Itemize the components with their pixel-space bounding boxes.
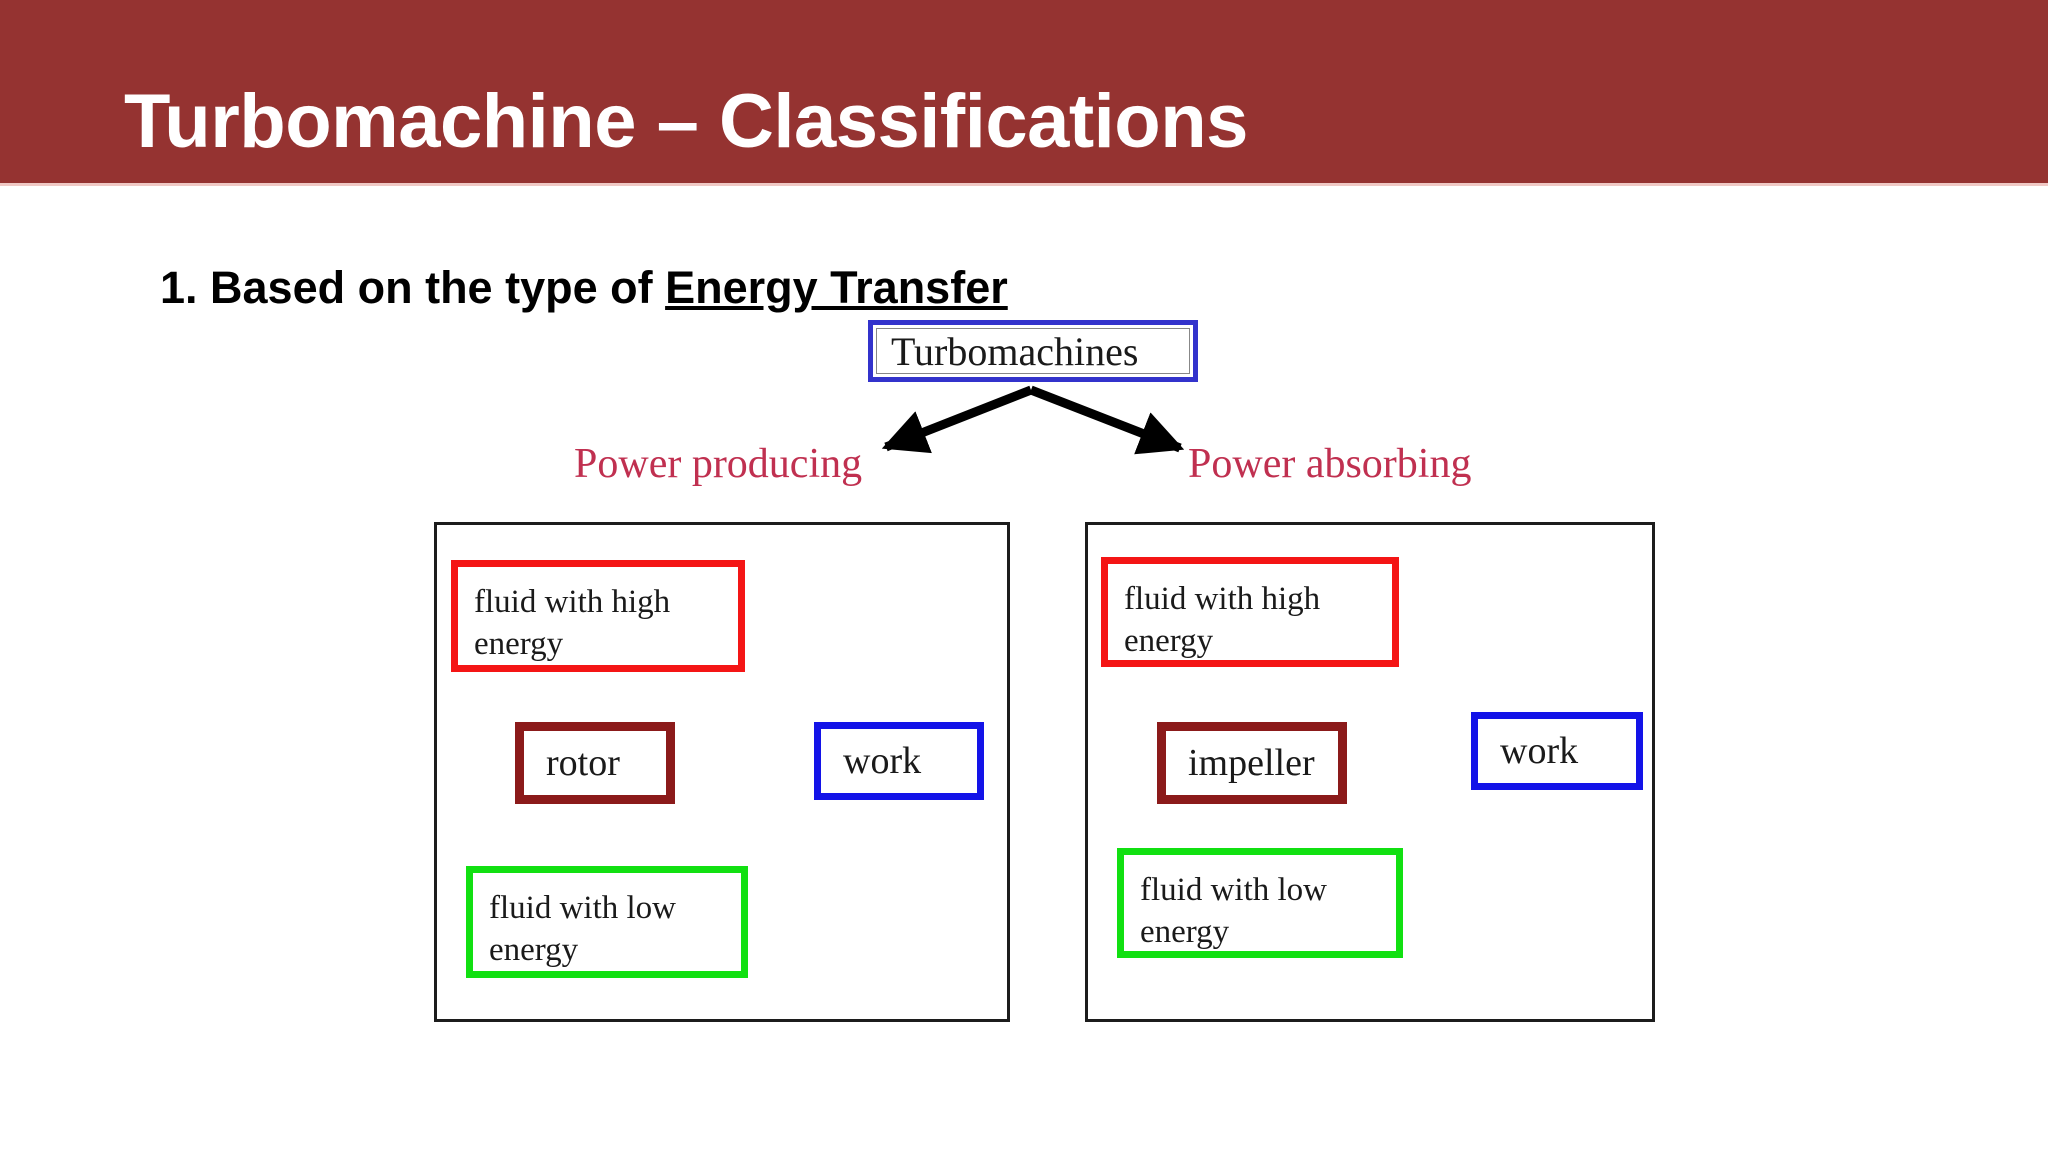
node-work-absorbing[interactable]: work [1471, 712, 1643, 790]
title-bar-underline [0, 183, 2048, 186]
node-line-2: energy [1140, 914, 1230, 951]
node-impeller-label: impeller [1188, 742, 1315, 784]
node-turbomachines-label: Turbomachines [891, 328, 1139, 374]
title-bar [0, 0, 2048, 183]
node-fluid-high-energy-absorbing[interactable]: fluid with high energy [1101, 557, 1399, 667]
node-line-1: fluid with low [489, 890, 676, 926]
branch-label-power-absorbing: Power absorbing [1188, 441, 1472, 487]
node-line-2: energy [474, 626, 564, 663]
subtitle-emphasis: Energy Transfer [665, 262, 1008, 313]
subtitle: 1. Based on the type of Energy Transfer [160, 262, 1008, 314]
node-line-1: fluid with high [474, 584, 671, 620]
node-rotor-label: rotor [546, 742, 620, 784]
node-fluid-high-energy-producing[interactable]: fluid with high energy [451, 560, 745, 672]
node-rotor[interactable]: rotor [515, 722, 675, 804]
node-impeller[interactable]: impeller [1157, 722, 1347, 804]
node-work-label: work [1500, 730, 1579, 772]
branch-label-power-producing: Power producing [574, 441, 863, 487]
node-fluid-low-energy-absorbing[interactable]: fluid with low energy [1117, 848, 1403, 958]
node-work-label: work [843, 740, 922, 782]
node-fluid-low-energy-producing[interactable]: fluid with low energy [466, 866, 748, 978]
page-title: Turbomachine – Classifications [124, 79, 1248, 164]
node-turbomachines[interactable]: Turbomachines [868, 320, 1198, 382]
node-work-producing[interactable]: work [814, 722, 984, 800]
node-line-1: fluid with high [1124, 581, 1321, 617]
subtitle-prefix: 1. Based on the type of [160, 262, 666, 313]
node-line-2: energy [489, 932, 579, 969]
node-line-1: fluid with low [1140, 872, 1327, 908]
node-line-2: energy [1124, 623, 1214, 660]
